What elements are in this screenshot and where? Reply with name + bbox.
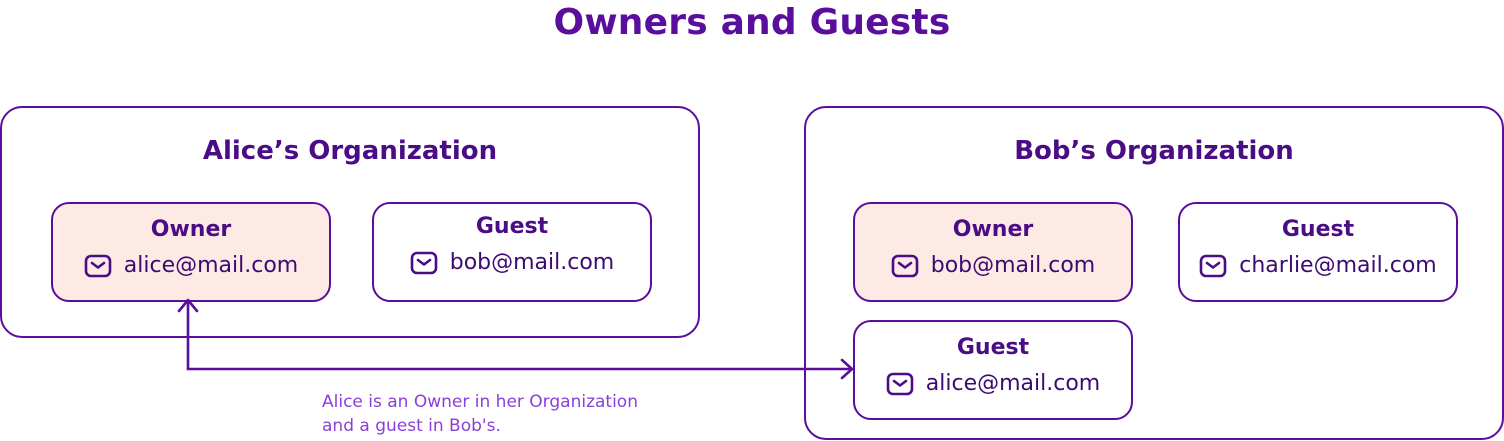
email-text: bob@mail.com	[930, 253, 1096, 278]
member-card-alice-owner: Owner alice@mail.com	[51, 202, 331, 302]
role-label: Guest	[1281, 217, 1355, 242]
mail-icon	[891, 254, 919, 278]
org-bob-title: Bob’s Organization	[1014, 136, 1294, 166]
member-card-alice-guest: Guest bob@mail.com	[372, 202, 652, 302]
role-label: Owner	[952, 217, 1034, 242]
org-alice: Alice’s Organization Owner alice@mail.co…	[0, 106, 700, 338]
mail-icon	[410, 251, 438, 275]
mail-icon	[1199, 254, 1227, 278]
mail-icon	[84, 254, 112, 278]
diagram-title: Owners and Guests	[553, 2, 951, 43]
caption-line-1: Alice is an Owner in her Organization	[322, 392, 638, 412]
mail-icon	[886, 372, 914, 396]
email-row: alice@mail.com	[53, 253, 329, 279]
email-row: alice@mail.com	[855, 371, 1131, 397]
connector-caption: Alice is an Owner in her Organization an…	[322, 390, 638, 438]
email-row: bob@mail.com	[374, 250, 650, 276]
org-alice-title: Alice’s Organization	[202, 136, 498, 166]
email-row: charlie@mail.com	[1180, 253, 1456, 279]
role-label: Owner	[150, 217, 232, 242]
email-text: bob@mail.com	[449, 250, 615, 275]
role-label: Guest	[956, 335, 1030, 360]
email-text: alice@mail.com	[123, 253, 299, 278]
org-bob: Bob’s Organization Owner bob@mail.com Gu…	[804, 106, 1504, 440]
email-row: bob@mail.com	[855, 253, 1131, 279]
email-text: charlie@mail.com	[1239, 253, 1437, 278]
role-label: Guest	[475, 214, 549, 239]
member-card-bob-guest-charlie: Guest charlie@mail.com	[1178, 202, 1458, 302]
member-card-bob-owner: Owner bob@mail.com	[853, 202, 1133, 302]
caption-line-2: and a guest in Bob's.	[322, 416, 501, 436]
member-card-bob-guest-alice: Guest alice@mail.com	[853, 320, 1133, 420]
email-text: alice@mail.com	[925, 371, 1101, 396]
